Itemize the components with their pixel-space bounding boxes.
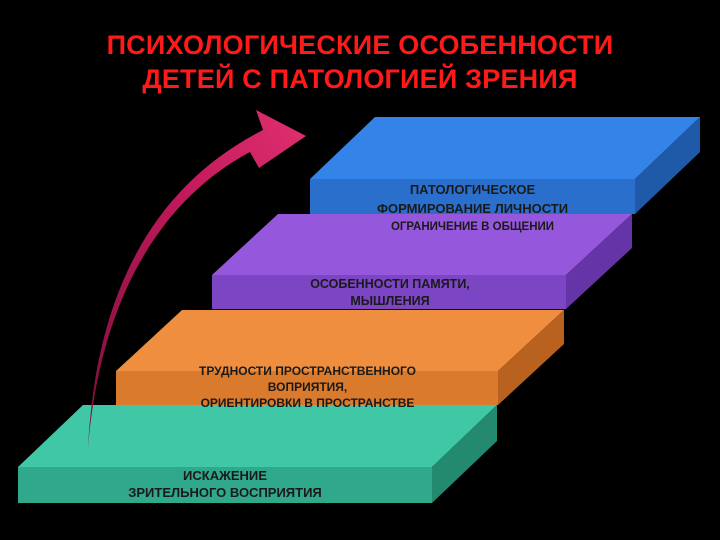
step-4-label: ПАТОЛОГИЧЕСКОЕ ФОРМИРОВАНИЕ ЛИЧНОСТИ xyxy=(376,182,569,216)
step-3-front xyxy=(212,275,566,309)
step-3-side xyxy=(566,214,632,309)
ascending-arrow-icon xyxy=(88,110,306,448)
step-2-front xyxy=(116,371,498,405)
step-1-front xyxy=(18,467,432,503)
step-4-top xyxy=(310,117,700,179)
page-title-line-1: ПСИХОЛОГИЧЕСКИЕ ОСОБЕННОСТИ xyxy=(106,30,614,60)
step-3-communication-label: ОГРАНИЧЕНИЕ В ОБЩЕНИИ xyxy=(390,221,555,233)
step-1-top xyxy=(18,405,497,467)
step-4-front xyxy=(310,179,635,214)
step-2-label: ТРУДНОСТИ ПРОСТРАНСТВЕННОГО ВОПРИЯТИЯ, О… xyxy=(198,364,417,410)
step-4-side xyxy=(635,117,700,214)
step-2-side xyxy=(498,310,564,405)
step-1 xyxy=(18,405,497,503)
step-2-top xyxy=(116,310,564,371)
step-1-label: ИСКАЖЕНИЕ ЗРИТЕЛЬНОГО ВОСПРИЯТИЯ xyxy=(128,468,322,500)
step-3 xyxy=(212,214,632,309)
page-title-line-2: ДЕТЕЙ С ПАТОЛОГИЕЙ ЗРЕНИЯ xyxy=(142,64,578,94)
step-4 xyxy=(310,117,700,214)
step-3-top xyxy=(212,214,632,275)
step-2 xyxy=(116,310,564,405)
step-3-label: ОСОБЕННОСТИ ПАМЯТИ, МЫШЛЕНИЯ xyxy=(310,277,470,308)
step-1-side xyxy=(432,405,497,503)
